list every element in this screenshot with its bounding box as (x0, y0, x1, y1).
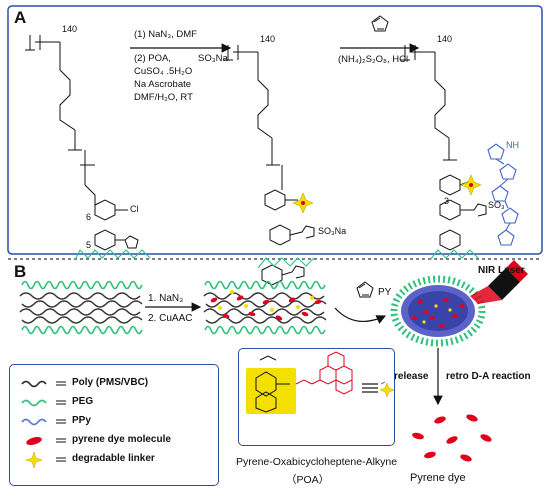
bundle-2-linkers (218, 290, 314, 312)
bundle-1-peg (21, 280, 143, 335)
pyrrole-label: PY (378, 287, 392, 298)
b-step2: 2. CuAAC (148, 313, 193, 324)
poa-linker-star (379, 382, 395, 398)
released-dyes (412, 414, 492, 462)
polymer-bundle-2 (203, 280, 327, 335)
nanoparticle (390, 275, 486, 347)
arrow-b2 (334, 307, 387, 324)
peg-chain-2 (257, 257, 315, 269)
poa-structure (246, 351, 395, 414)
b-step1: 1. NaN₃ (148, 293, 184, 304)
step1-line2b: SO₃Na (198, 53, 228, 64)
legend-dye-icon (26, 437, 42, 445)
polymer-structure-2 (223, 45, 315, 286)
legend-backbone-icon (21, 380, 47, 388)
chloride-label: Cl (130, 204, 139, 214)
legend-peg-icon (21, 399, 47, 407)
legend-label-peg: PEG (72, 396, 94, 407)
ppy-chain-structure (487, 143, 519, 246)
step1-line5: DMF/H₂O, RT (134, 92, 193, 103)
peg-repeat-3: 140 (437, 34, 453, 44)
linker-dye-dot-2 (469, 183, 473, 187)
legend-icons (21, 380, 66, 469)
step2-reagents: (NH₄)₂S₂O₈, HCl (338, 54, 409, 65)
peg-repeat-1: 140 (62, 24, 78, 34)
bundle-2-dyes (210, 295, 322, 321)
step1-line3: CuSO₄ .5H₂O (134, 66, 193, 77)
product-label: Pyrene dye (410, 472, 466, 484)
laser-icon (470, 260, 528, 304)
pyrrole-icon-a (371, 15, 389, 32)
peg-repeat-2: 140 (260, 34, 276, 44)
legend-label-dye: pyrene dye molecule (72, 434, 171, 445)
retro-label: retro D-A reaction (446, 371, 531, 382)
legend-ppy-icon (21, 418, 47, 426)
peg-chain-3 (429, 249, 479, 261)
panel-label-b: B (14, 262, 27, 281)
panel-a-frame (7, 5, 543, 255)
step1-line2: (2) POA, (134, 53, 171, 64)
sulfonate-na-label: SO₃Na (318, 226, 347, 236)
repeat-3-label: 3 (444, 196, 450, 206)
laser-label: NIR Laser (478, 265, 525, 276)
poa-box (238, 348, 395, 446)
step1-line1: (1) NaN₃, DMF (134, 29, 197, 40)
legend-box (9, 364, 219, 486)
legend-linker-icon (25, 451, 43, 469)
nh-label: NH (506, 140, 519, 150)
polymer-structure-3 (400, 45, 487, 251)
repeat-6-label: 6 (86, 212, 92, 222)
repeat-5-label: 5 (86, 240, 92, 250)
step1-line4: Na Ascrobate (134, 79, 192, 90)
poa-name: Pyrene-Oxabicycloheptene-Alkyne (236, 456, 398, 468)
legend-label-backbone: Poly (PMS/VBC) (72, 377, 149, 388)
polymer-structure-1 (25, 35, 139, 251)
legend-label-linker: degradable linker (72, 453, 155, 464)
peg-chain-1 (74, 249, 151, 261)
legend-label-ppy: PPy (72, 415, 91, 426)
linker-dye-dot-1 (301, 201, 305, 205)
sulfonate-label: SO₃ (488, 200, 505, 210)
poa-abbr: （POA） (286, 474, 330, 486)
release-label: release (394, 371, 429, 382)
pyrrole-icon-b (356, 281, 374, 298)
polymer-bundle-1 (19, 280, 143, 335)
bundle-1-backbone (19, 292, 143, 324)
panel-label-a: A (14, 8, 27, 27)
